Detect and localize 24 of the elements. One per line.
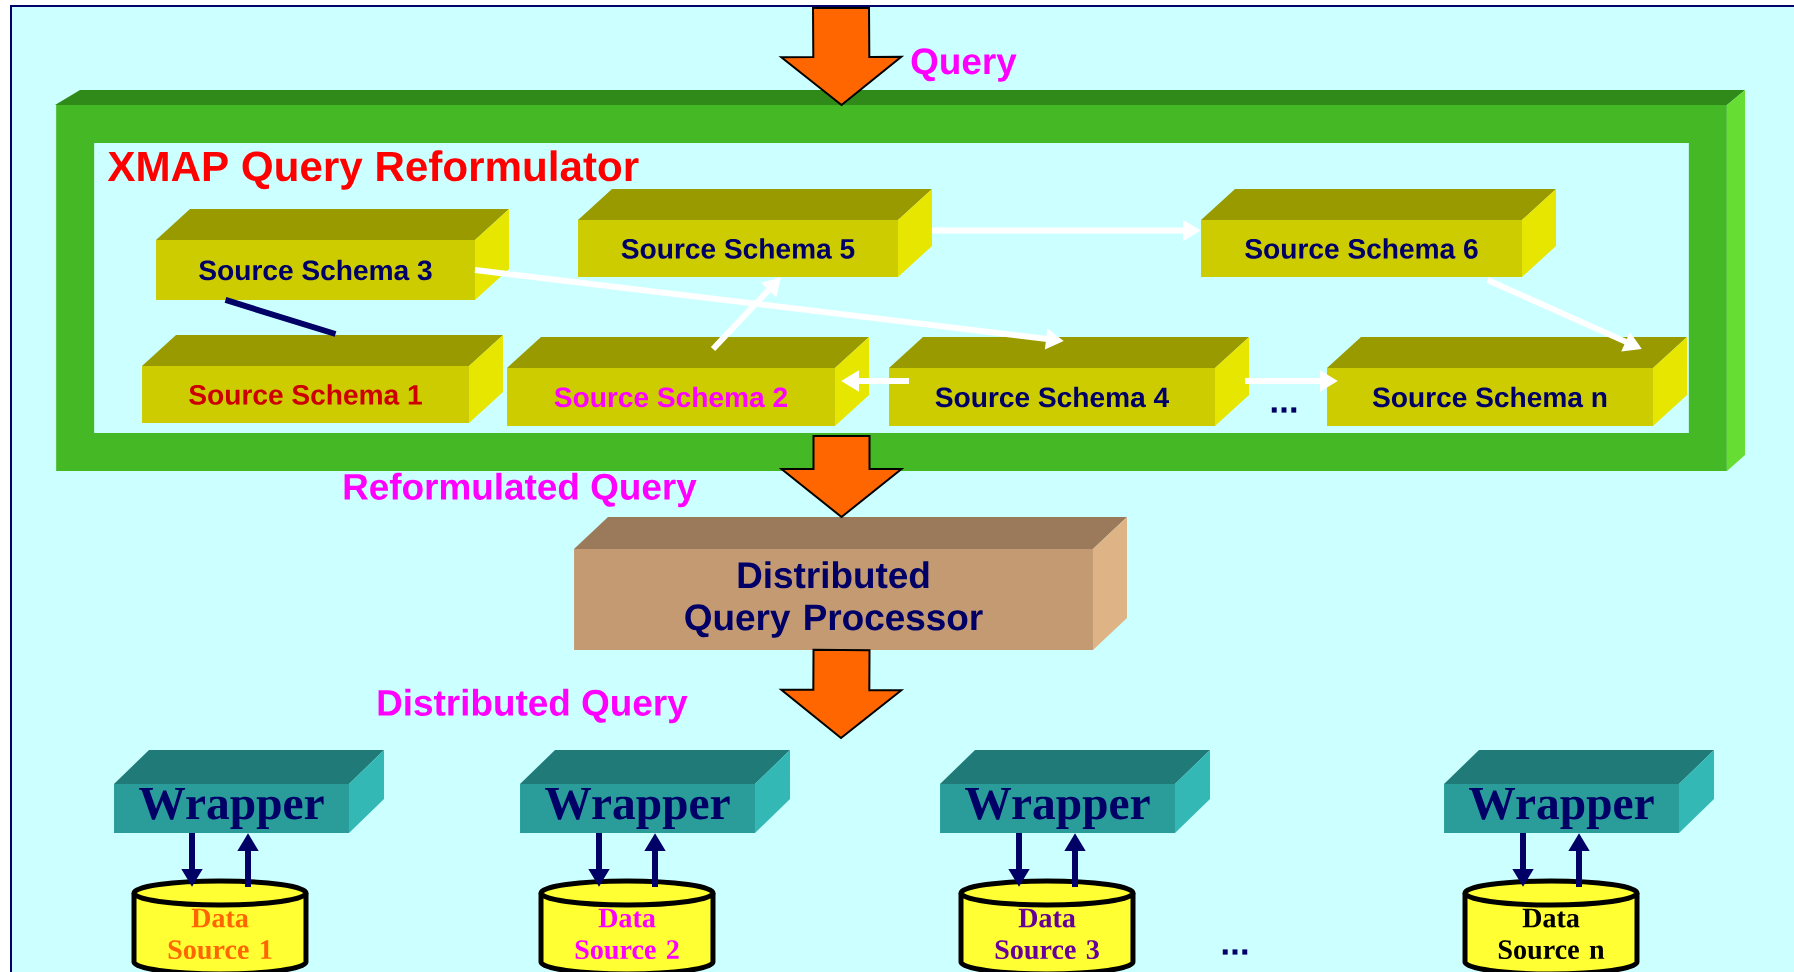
block-arrow: [778, 648, 905, 740]
database-cylinder: Data Source n: [1462, 878, 1640, 972]
edge-label: Reformulated Query: [344, 472, 697, 508]
schema-box: Source Schema 4: [889, 337, 1249, 426]
ellipsis: ...: [1271, 407, 1297, 413]
wrapper-box: Wrapper: [940, 750, 1210, 833]
schema-box: Source Schema 2: [507, 337, 869, 426]
schema-box: Source Schema n: [1327, 337, 1687, 426]
schema-box: Source Schema 5: [578, 189, 932, 277]
block-arrow: [778, 6, 905, 107]
edge-label: Distributed Query: [378, 688, 688, 724]
database-cylinder: Data Source 3: [958, 878, 1136, 972]
wrapper-box: Wrapper: [520, 750, 790, 833]
wrapper-box: Wrapper: [1444, 750, 1714, 833]
schema-box: Source Schema 6: [1201, 189, 1556, 277]
database-cylinder: Data Source 1: [131, 878, 309, 972]
wrapper-box: Wrapper: [114, 750, 384, 833]
ellipsis: ...: [1222, 949, 1248, 955]
edge-label: Query: [911, 48, 1017, 82]
processor-box: Distributed Query Processor: [574, 517, 1127, 650]
block-arrow: [778, 435, 905, 519]
schema-box: Source Schema 1: [142, 335, 503, 423]
database-cylinder: Data Source 2: [538, 878, 716, 972]
schema-box: Source Schema 3: [156, 209, 509, 300]
